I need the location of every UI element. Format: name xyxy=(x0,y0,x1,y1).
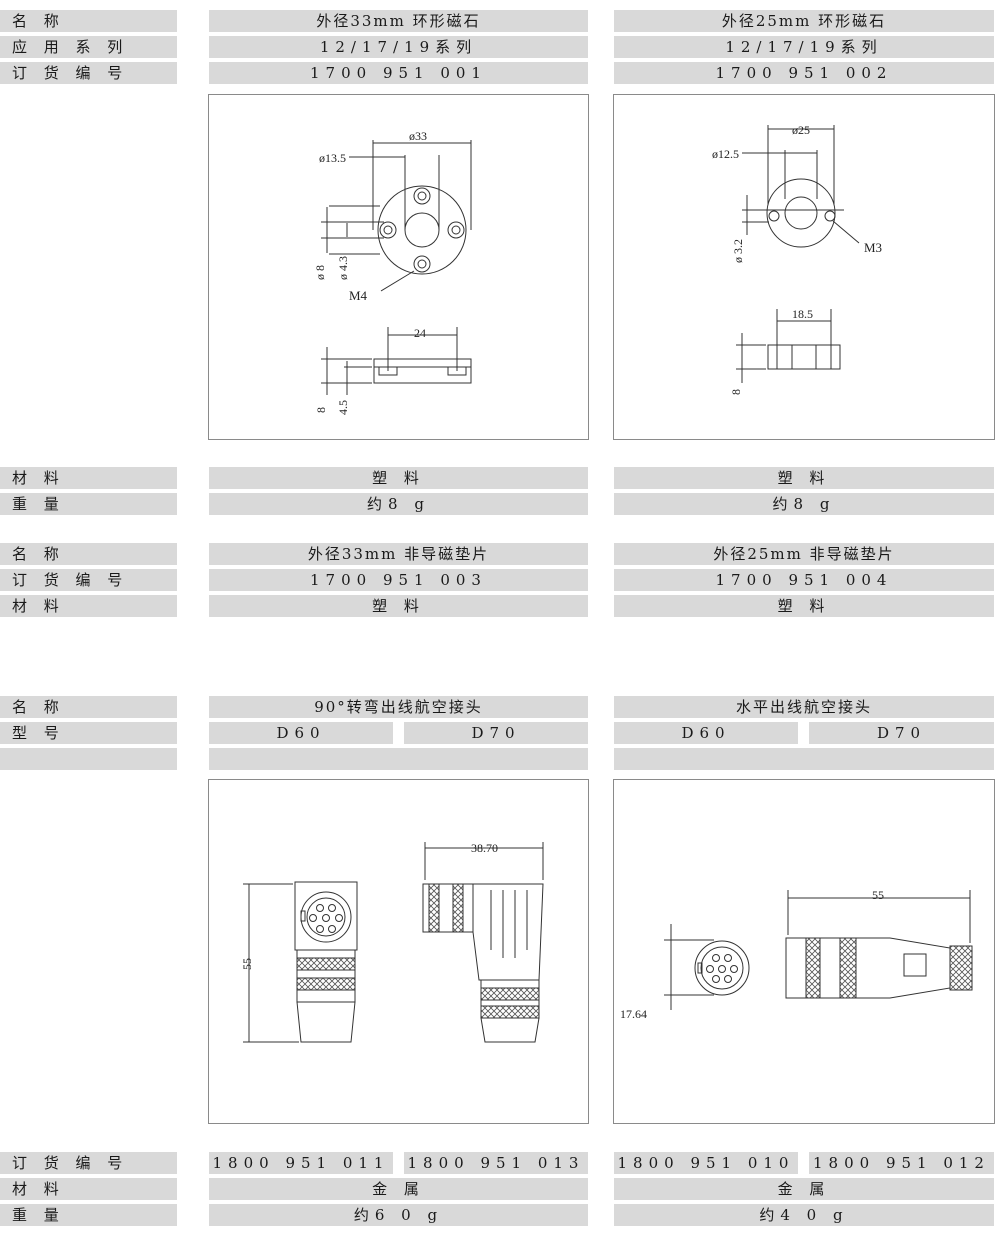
spacer2-order: 1700 951 004 xyxy=(614,569,994,591)
label-material: 材 料 xyxy=(0,467,177,489)
connector1-model-d70: D70 xyxy=(404,722,588,744)
spacer1-order: 1700 951 003 xyxy=(209,569,588,591)
dim-d12-5: ø12.5 xyxy=(712,147,739,161)
connector1-name: 90°转弯出线航空接头 xyxy=(209,696,588,718)
label-weight-3: 重 量 xyxy=(0,1204,177,1226)
dim-h-8: 8 xyxy=(314,407,328,413)
label-order: 订 货 编 号 xyxy=(0,62,177,84)
label-order-3: 订 货 编 号 xyxy=(0,1152,177,1174)
spacer1-material: 塑 料 xyxy=(209,595,588,617)
spacer2-material: 塑 料 xyxy=(614,595,994,617)
spacer2-name: 外径25mm 非导磁垫片 xyxy=(614,543,994,565)
connector1-model-d60: D60 xyxy=(209,722,393,744)
label-order-2: 订 货 编 号 xyxy=(0,569,177,591)
dim-width-24: 24 xyxy=(414,326,426,340)
connector1-order-a: 1800 951 011 xyxy=(209,1152,393,1174)
dim-m3: M3 xyxy=(864,240,882,255)
connector2-order-a: 1800 951 010 xyxy=(614,1152,798,1174)
dim-width-38-70: 38.70 xyxy=(471,841,498,855)
dim-dia-17-64: 17.64 xyxy=(620,1007,647,1021)
dim-length-55: 55 xyxy=(872,888,884,902)
dim-h-4-5: 4.5 xyxy=(336,400,350,415)
connector2-order-b: 1800 951 012 xyxy=(809,1152,994,1174)
col2-material: 塑 料 xyxy=(614,467,994,489)
label-name-2: 名 称 xyxy=(0,543,177,565)
col1-material: 塑 料 xyxy=(209,467,588,489)
connector1-empty-row xyxy=(209,748,588,770)
dim-d8: ø 8 xyxy=(313,265,327,280)
col2-series: 12/17/19系列 xyxy=(614,36,994,58)
connector2-model-d60: D60 xyxy=(614,722,798,744)
col1-order: 1700 951 001 xyxy=(209,62,588,84)
connector1-order-b: 1800 951 013 xyxy=(404,1152,588,1174)
col2-weight: 约8 g xyxy=(614,493,994,515)
dim-h-8-b: 8 xyxy=(729,389,743,395)
connector1-weight: 约6 0 g xyxy=(209,1204,588,1226)
col1-weight: 约8 g xyxy=(209,493,588,515)
label-series: 应 用 系 列 xyxy=(0,36,177,58)
connector2-model-d70: D70 xyxy=(809,722,994,744)
spacer1-name: 外径33mm 非导磁垫片 xyxy=(209,543,588,565)
dim-height-55: 55 xyxy=(240,958,254,970)
label-name: 名 称 xyxy=(0,10,177,32)
drawing-angled-connector: 55 38.70 xyxy=(208,779,589,1124)
label-name-3: 名 称 xyxy=(0,696,177,718)
dim-m4: M4 xyxy=(349,288,368,303)
col1-name: 外径33mm 环形磁石 xyxy=(209,10,588,32)
col2-name: 外径25mm 环形磁石 xyxy=(614,10,994,32)
label-material-3: 材 料 xyxy=(0,1178,177,1200)
dim-d25: ø25 xyxy=(792,123,810,137)
connector2-weight: 约4 0 g xyxy=(614,1204,994,1226)
drawing-ring-magnet-33: ø33 ø13.5 ø 8 ø 4.3 M4 24 8 4.5 xyxy=(208,94,589,440)
label-empty xyxy=(0,748,177,770)
label-model: 型 号 xyxy=(0,722,177,744)
dim-d13-5: ø13.5 xyxy=(319,151,346,165)
connector2-material: 金 属 xyxy=(614,1178,994,1200)
col1-series: 12/17/19系列 xyxy=(209,36,588,58)
drawing-ring-magnet-25: ø25 ø12.5 ø 3.2 M3 18.5 8 xyxy=(613,94,995,440)
dim-d33: ø33 xyxy=(409,129,427,143)
drawing-straight-connector: 17.64 55 xyxy=(613,779,995,1124)
col2-order: 1700 951 002 xyxy=(614,62,994,84)
dim-width-18-5: 18.5 xyxy=(792,307,813,321)
connector1-material: 金 属 xyxy=(209,1178,588,1200)
label-material-2: 材 料 xyxy=(0,595,177,617)
dim-d3-2: ø 3.2 xyxy=(731,239,745,263)
connector2-empty-row xyxy=(614,748,994,770)
dim-d4-3: ø 4.3 xyxy=(336,256,350,280)
connector2-name: 水平出线航空接头 xyxy=(614,696,994,718)
label-weight: 重 量 xyxy=(0,493,177,515)
